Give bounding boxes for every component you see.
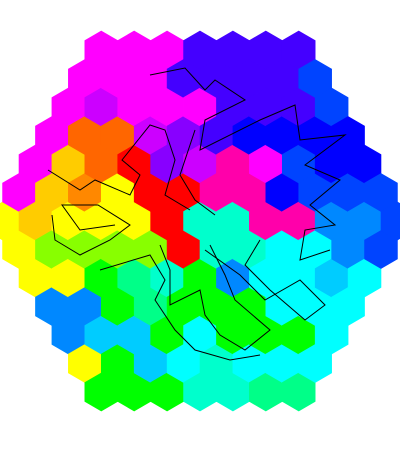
path-line-1 <box>149 67 347 261</box>
path-line-2 <box>47 124 191 211</box>
hex-cells <box>0 30 400 412</box>
path-line-6 <box>179 129 216 216</box>
hex-cell-royal-blue <box>380 201 400 241</box>
path-line-7 <box>99 254 261 361</box>
path-line-5 <box>204 239 326 321</box>
path-line-3 <box>51 204 131 256</box>
path-line-4 <box>159 244 271 351</box>
solution-paths <box>47 67 347 361</box>
